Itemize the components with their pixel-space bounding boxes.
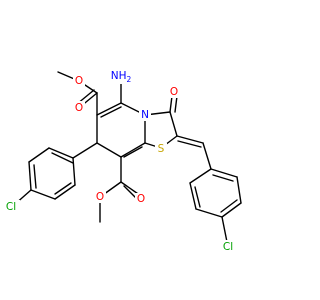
bond [51,152,74,164]
bond [194,186,201,208]
label-backdrop [155,143,167,155]
bond [169,95,173,113]
bond [236,176,242,204]
bond [28,161,32,191]
molecule-canvas: NH2 N S O O O O O Cl Cl [2,70,242,253]
atom-label-layer: NH2 N S O O O O O Cl Cl [2,70,237,253]
bond [100,106,122,118]
bond [221,202,242,218]
bond [72,142,98,159]
bond [72,157,76,186]
bond [210,168,238,178]
bond [96,142,122,158]
label-backdrop [135,193,147,205]
label-backdrop [2,200,20,213]
bond-layer [13,71,242,243]
label-backdrop [108,70,136,84]
bond [176,135,204,144]
ring-nitrogen-label: N [141,109,149,121]
label-backdrop [73,75,85,87]
label-backdrop [139,109,151,121]
ring-sulfur-label: S [158,143,165,155]
label-backdrop [94,191,106,203]
nh2-label-text: NH2 [111,70,132,84]
label-backdrop [73,101,85,113]
label-backdrop [168,86,180,98]
label-backdrop [219,240,237,253]
nh2-label: NH2 [111,70,132,84]
bond [30,189,56,200]
bond [195,208,223,218]
ester1-ether-oxygen-label: O [75,75,83,87]
bond [189,168,212,184]
bond [54,182,72,195]
bond [54,184,76,200]
bond [33,164,37,189]
bond [96,102,122,116]
bond [189,182,197,210]
bond [48,147,74,159]
bond [169,111,178,137]
bond [220,199,238,213]
ester2-ether-oxygen-label: O [96,191,104,203]
bond [212,174,234,182]
bond [221,216,228,243]
right-chlorine-label: Cl [223,241,233,253]
bond [123,146,143,158]
left-chlorine-label: Cl [6,201,16,213]
bond [28,147,50,163]
bond [202,142,212,170]
molecule-structure: NH2 N S O O O O O Cl Cl [2,70,242,253]
ester1-carbonyl-oxygen-label: O [75,102,83,114]
ketone-oxygen-label: O [170,86,178,98]
bond [174,95,178,113]
bond [120,142,146,158]
ester2-carbonyl-oxygen-label: O [137,193,145,205]
bond [177,140,202,148]
